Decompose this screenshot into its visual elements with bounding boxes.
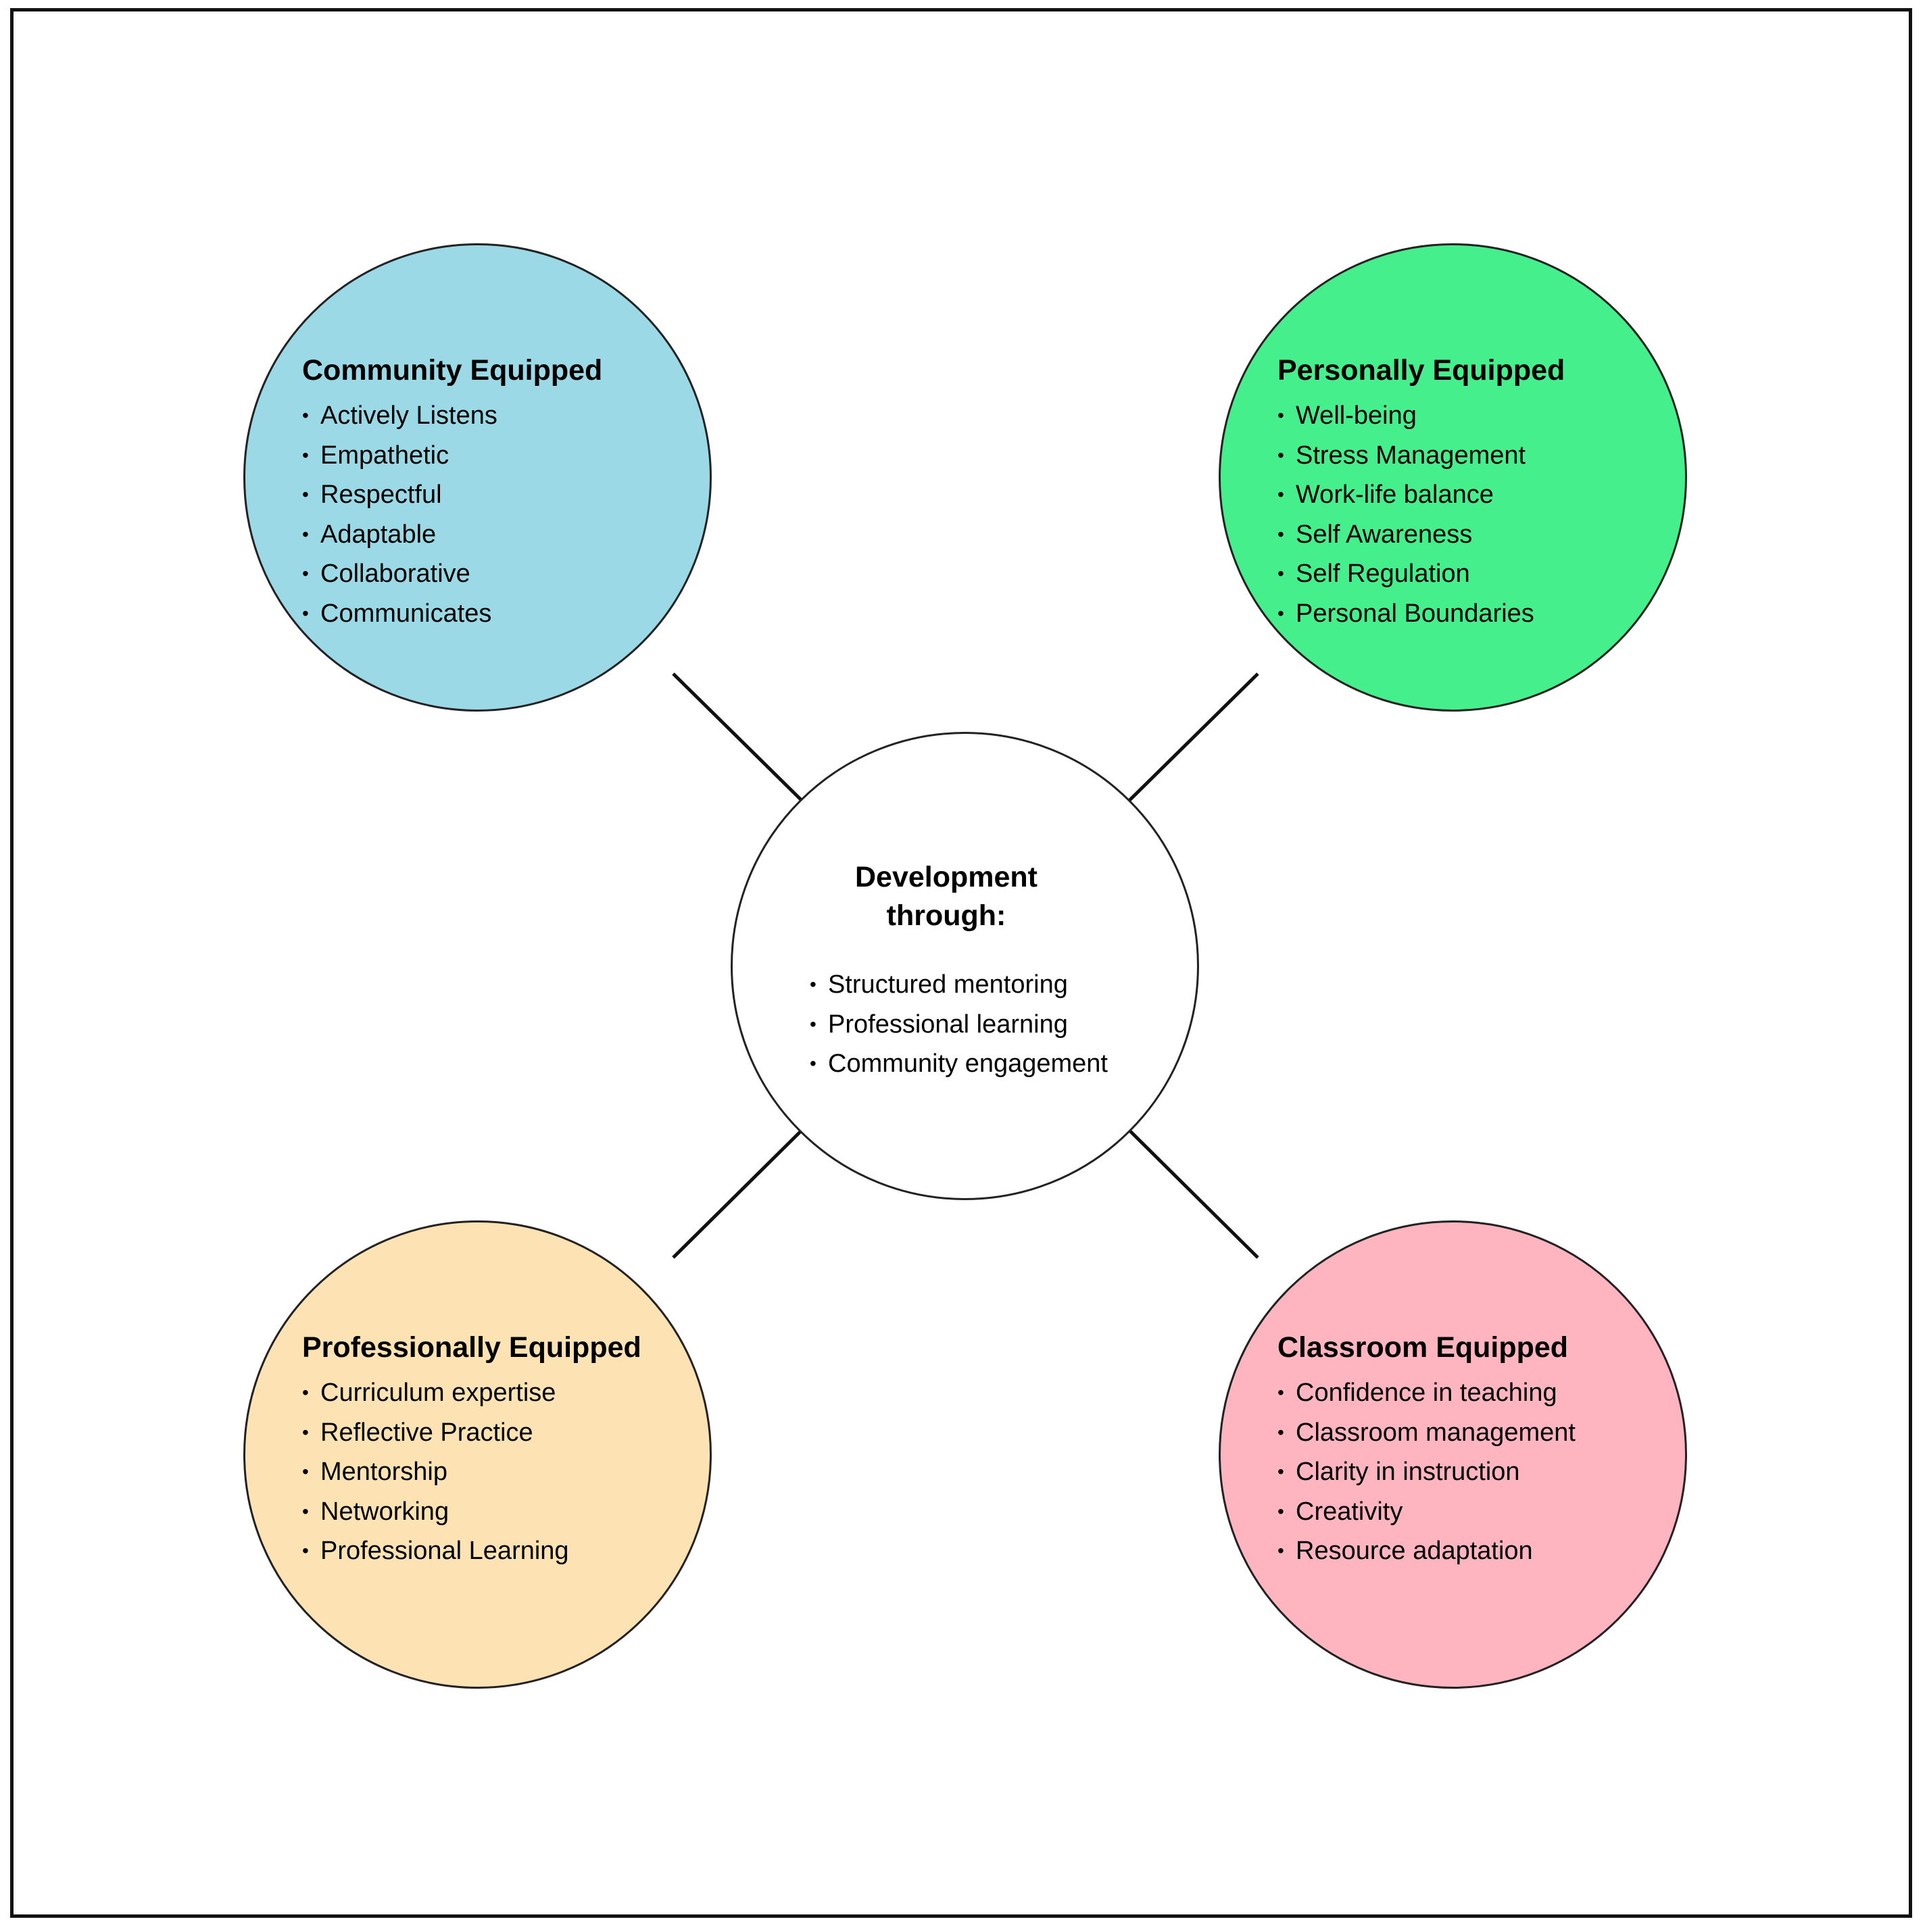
list-item: Collaborative	[302, 554, 602, 594]
professional-title: Professionally Equipped	[302, 1331, 641, 1364]
center-text: Structured mentoringProfessional learnin…	[810, 965, 1108, 1084]
list-item: Creativity	[1277, 1492, 1576, 1532]
list-item: Adaptable	[302, 515, 602, 555]
list-item: Professional Learning	[302, 1531, 641, 1571]
community-list: Actively ListensEmpatheticRespectfulAdap…	[302, 396, 602, 633]
list-item: Structured mentoring	[810, 965, 1108, 1005]
list-item: Professional learning	[810, 1005, 1108, 1045]
list-item: Communicates	[302, 594, 602, 634]
list-item: Confidence in teaching	[1277, 1373, 1576, 1413]
classroom-title: Classroom Equipped	[1277, 1331, 1569, 1364]
list-item: Actively Listens	[302, 396, 602, 436]
list-item: Self Regulation	[1277, 554, 1565, 594]
personal-list: Well-beingStress ManagementWork-life bal…	[1277, 396, 1565, 633]
list-item: Personal Boundaries	[1277, 594, 1565, 634]
list-item: Work-life balance	[1277, 475, 1565, 515]
list-item: Classroom management	[1277, 1413, 1576, 1453]
classroom-text: Classroom Equipped Confidence in teachin…	[1277, 1329, 1576, 1571]
list-item: Resource adaptation	[1277, 1531, 1576, 1571]
list-item: Respectful	[302, 475, 602, 515]
personal-title: Personally Equipped	[1277, 354, 1565, 387]
community-title: Community Equipped	[302, 354, 603, 387]
connector-community	[672, 672, 820, 818]
list-item: Community engagement	[810, 1044, 1108, 1084]
diagram-frame	[10, 8, 1912, 1918]
list-item: Mentorship	[302, 1452, 641, 1492]
center-title-line-2: through:	[886, 899, 1006, 932]
professional-list: Curriculum expertiseReflective PracticeM…	[302, 1373, 641, 1571]
list-item: Curriculum expertise	[302, 1373, 641, 1413]
list-item: Reflective Practice	[302, 1413, 641, 1453]
list-item: Empathetic	[302, 436, 602, 476]
center-title-line-1: Development	[854, 861, 1038, 893]
connector-professional	[672, 1112, 820, 1259]
community-text: Community Equipped Actively ListensEmpat…	[302, 351, 602, 633]
list-item: Networking	[302, 1492, 641, 1532]
center-list: Structured mentoringProfessional learnin…	[810, 965, 1108, 1084]
list-item: Clarity in instruction	[1277, 1452, 1576, 1492]
connector-personal	[1111, 672, 1259, 818]
center-heading: Development through:	[777, 858, 1115, 935]
classroom-list: Confidence in teachingClassroom manageme…	[1277, 1373, 1576, 1571]
personal-text: Personally Equipped Well-beingStress Man…	[1277, 351, 1565, 633]
list-item: Well-being	[1277, 396, 1565, 436]
connector-classroom	[1111, 1112, 1259, 1259]
professional-text: Professionally Equipped Curriculum exper…	[302, 1329, 641, 1571]
list-item: Self Awareness	[1277, 515, 1565, 555]
list-item: Stress Management	[1277, 436, 1565, 476]
